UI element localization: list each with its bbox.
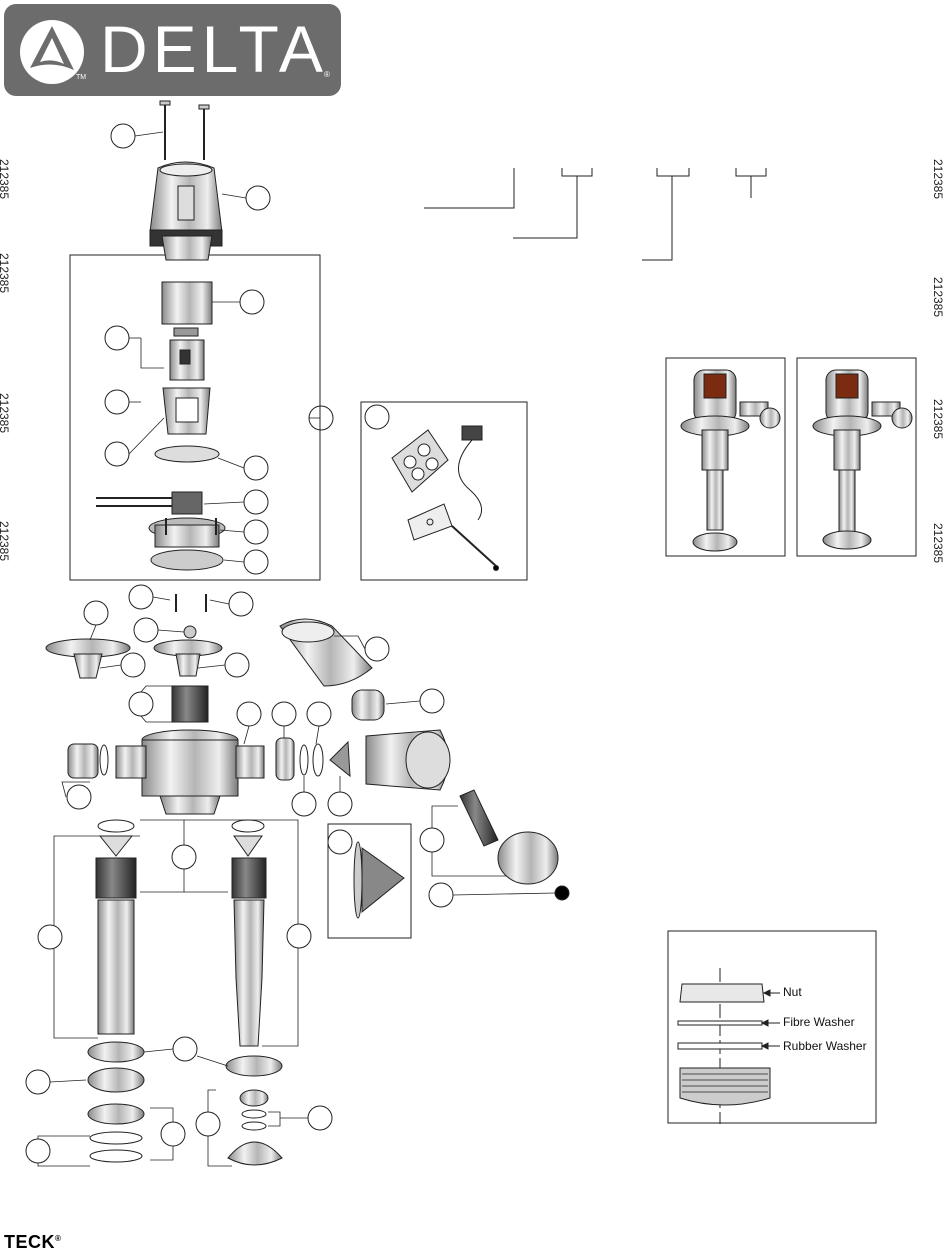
spud-coupling <box>280 619 384 720</box>
washer-legend-drawing <box>678 968 780 1124</box>
sensor-cover <box>150 162 222 246</box>
cover-screws <box>160 101 209 160</box>
model-number-callout-lines <box>424 168 766 260</box>
sensor-module-parts <box>96 236 225 570</box>
legend-fibre-washer-label: Fibre Washer <box>783 1015 855 1029</box>
flush-valve-product-photo-2 <box>813 370 912 549</box>
handle-assembly <box>460 790 569 900</box>
teck-brand-name: TECK <box>4 1232 55 1252</box>
flush-valve-product-photo <box>681 370 780 551</box>
valve-body <box>68 686 450 814</box>
battery-pack <box>392 426 499 571</box>
filter-screen <box>354 842 404 918</box>
battery-pack-box <box>361 402 527 580</box>
legend-nut-label: Nut <box>783 985 802 999</box>
flush-tubes <box>88 820 282 1165</box>
teck-registered: ® <box>55 1234 61 1243</box>
teck-brand: TECK® <box>4 1232 61 1253</box>
escutcheon-plates <box>46 639 222 678</box>
legend-rubber-washer-label: Rubber Washer <box>783 1039 867 1053</box>
